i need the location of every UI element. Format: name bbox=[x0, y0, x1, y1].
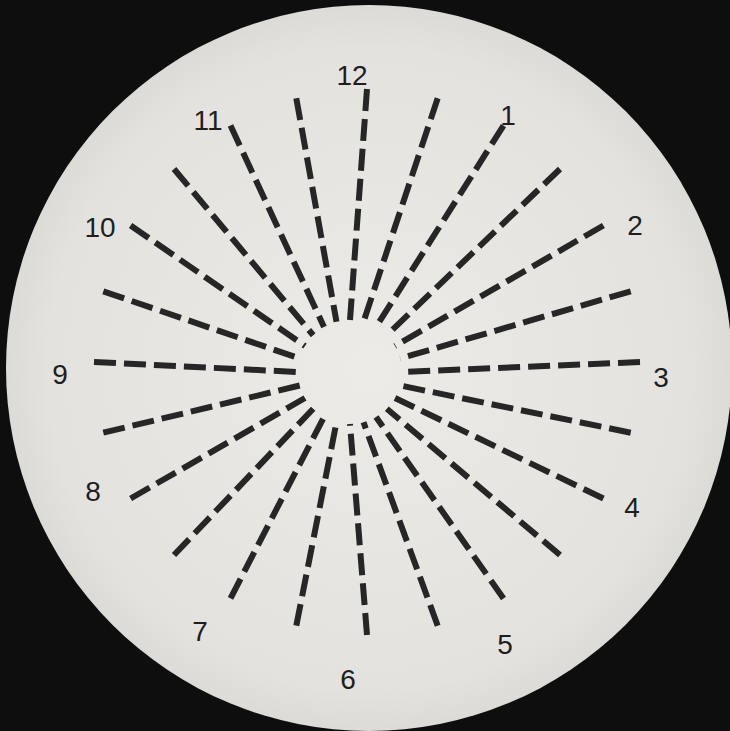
dashed-spoke bbox=[350, 89, 367, 320]
dashed-spoke bbox=[402, 362, 640, 372]
dashed-spoke bbox=[131, 226, 305, 347]
spoke-group bbox=[94, 89, 640, 635]
dashed-spoke bbox=[296, 98, 336, 321]
clock-number: 12 bbox=[336, 62, 367, 90]
dashed-spoke bbox=[131, 398, 305, 499]
dashed-spoke bbox=[350, 424, 367, 635]
dashed-spoke bbox=[400, 291, 631, 358]
dashed-spoke bbox=[94, 362, 298, 372]
clock-number: 11 bbox=[193, 107, 222, 135]
clock-number: 8 bbox=[85, 478, 101, 506]
dashed-spoke bbox=[400, 386, 631, 433]
clock-number: 7 bbox=[192, 618, 208, 646]
clock-number: 4 bbox=[624, 494, 640, 522]
dashed-spoke bbox=[364, 422, 438, 626]
clock-number: 10 bbox=[84, 214, 115, 242]
dashed-spoke bbox=[387, 169, 560, 335]
chart-disk bbox=[6, 5, 730, 731]
clock-number: 2 bbox=[627, 212, 643, 240]
clock-number: 6 bbox=[340, 666, 356, 694]
dashed-spoke bbox=[387, 409, 560, 555]
dashed-spoke bbox=[103, 386, 299, 433]
clock-number: 5 bbox=[497, 631, 513, 659]
dashed-spoke bbox=[231, 126, 325, 327]
clock-number: 1 bbox=[500, 102, 516, 130]
clock-number: 3 bbox=[653, 364, 669, 392]
clock-number: 9 bbox=[52, 361, 68, 389]
